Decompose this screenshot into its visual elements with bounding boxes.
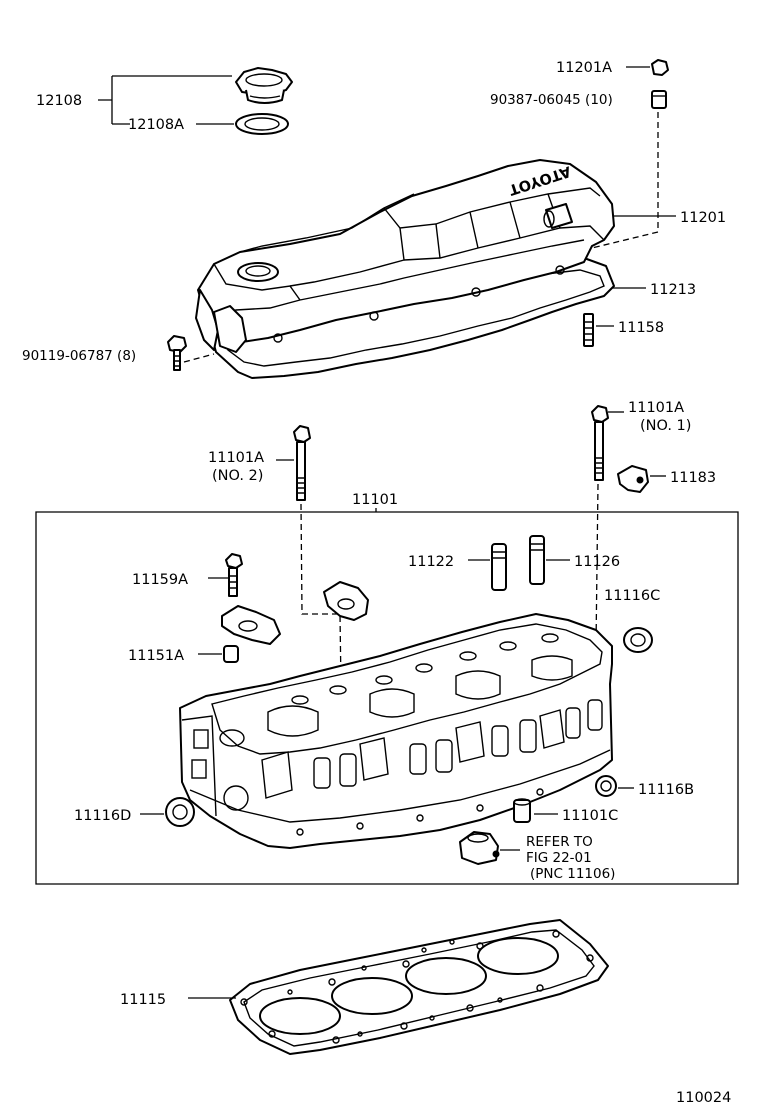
refer-line-3: (PNC 11106)	[530, 866, 615, 882]
head-bolt-11101A-no2[interactable]	[276, 425, 311, 501]
refer-line-2: FIG 22-01	[526, 850, 592, 866]
bolt-90119-06787[interactable]	[167, 335, 187, 371]
cylinder-head-assy-frame	[35, 511, 739, 885]
label-11101A-no2-note: (NO. 2)	[212, 468, 263, 484]
figure-code: 110024	[676, 1090, 731, 1106]
valve-guide-11122[interactable]	[468, 543, 507, 591]
bolt-11159A[interactable]	[208, 553, 243, 597]
label-11101A-no1: 11101A	[628, 400, 684, 416]
label-11201: 11201	[680, 210, 726, 226]
cylinder-head-11101[interactable]	[179, 613, 613, 849]
dashed-guide-bolt-90119	[183, 353, 215, 363]
ring-dowel-11101C[interactable]	[513, 798, 558, 823]
label-11201A: 11201A	[556, 60, 612, 76]
dashed-guide-grommet	[591, 112, 659, 249]
oil-filler-gasket-12108A[interactable]	[235, 113, 289, 135]
label-11101A-no2: 11101A	[208, 450, 264, 466]
label-11213: 11213	[650, 282, 696, 298]
label-90387-06045: 90387-06045 (10)	[490, 92, 613, 108]
oil-filler-cap-12108[interactable]	[235, 67, 293, 104]
label-11115: 11115	[120, 992, 166, 1008]
label-11116B: 11116B	[638, 782, 694, 798]
label-11122: 11122	[408, 554, 454, 570]
grommet-90387-06045[interactable]	[651, 90, 667, 109]
valve-guide-11126[interactable]	[529, 535, 570, 585]
pin-11151A[interactable]	[198, 645, 239, 663]
camshaft-bearing-cap-upper[interactable]	[323, 581, 369, 621]
label-90119-06787: 90119-06787 (8)	[22, 348, 136, 364]
label-11101A-no1-note: (NO. 1)	[640, 418, 691, 434]
label-11126: 11126	[574, 554, 620, 570]
head-bolt-11101A-no1[interactable]	[591, 405, 624, 481]
refer-line-1: REFER TO	[526, 834, 593, 850]
referenced-cap-part[interactable]	[459, 831, 520, 865]
bracket-11183[interactable]	[617, 465, 666, 493]
label-11158: 11158	[618, 320, 664, 336]
plug-11116B[interactable]	[595, 775, 634, 797]
leader-12108	[98, 75, 234, 125]
cylinder-head-cover-11201[interactable]	[195, 159, 615, 379]
nut-11201A[interactable]	[626, 59, 669, 76]
plug-11116D[interactable]	[140, 797, 195, 827]
label-12108A: 12108A	[128, 117, 184, 133]
label-11101: 11101	[352, 492, 398, 508]
label-11159A: 11159A	[132, 572, 188, 588]
stud-11158[interactable]	[583, 313, 614, 347]
label-12108: 12108	[36, 93, 82, 109]
label-11116C: 11116C	[604, 588, 660, 604]
label-11151A: 11151A	[128, 648, 184, 664]
label-11183: 11183	[670, 470, 716, 486]
dashed-guide-bolt-no1	[595, 483, 599, 647]
label-11101C: 11101C	[562, 808, 618, 824]
cylinder-head-gasket-11115[interactable]	[229, 919, 609, 1055]
camshaft-bearing-cap-lower[interactable]	[221, 605, 281, 645]
label-11116D: 11116D	[74, 808, 131, 824]
plug-11116C[interactable]	[623, 627, 653, 653]
